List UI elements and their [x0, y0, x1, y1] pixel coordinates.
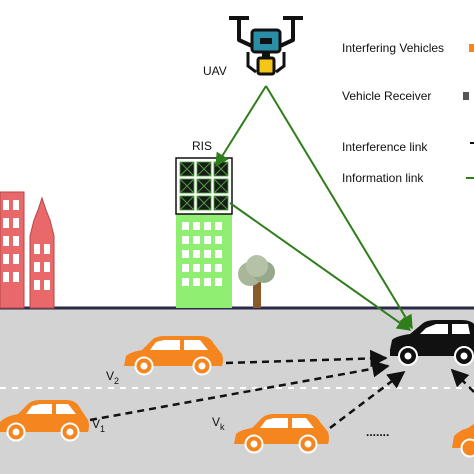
information-links	[215, 85, 413, 331]
interfering-vehicle-partial	[452, 424, 474, 458]
tree-icon	[238, 255, 275, 308]
uav-label: UAV	[203, 64, 227, 78]
city-buildings	[0, 191, 55, 309]
legend-vehicle-receiver-swatch	[463, 92, 469, 100]
legend-interfering-vehicles-swatch	[469, 44, 474, 52]
ris-building	[176, 210, 232, 308]
ris-label: RIS	[192, 139, 212, 153]
legend-interference-link: Interference link	[342, 140, 428, 154]
vehicle-receiver	[390, 320, 474, 366]
road	[0, 306, 474, 474]
interfering-vehicle-v2	[124, 336, 223, 376]
v2-label: V2	[106, 369, 119, 386]
legend-vehicle-receiver: Vehicle Receiver	[342, 89, 431, 103]
interfering-vehicle-vk	[234, 414, 329, 454]
legend: Interfering Vehicles Vehicle Receiver In…	[342, 41, 474, 185]
ris-panel	[175, 157, 233, 215]
legend-information-link: Information link	[342, 171, 424, 185]
legend-interfering-vehicles: Interfering Vehicles	[342, 41, 444, 55]
interfering-vehicle-v1	[0, 400, 89, 442]
v1-label: V1	[92, 417, 105, 434]
vk-label: Vk	[212, 415, 225, 432]
uav-drone-icon	[229, 16, 303, 76]
more-vehicles-ellipsis: .......	[366, 425, 389, 439]
interference-links	[89, 349, 474, 429]
